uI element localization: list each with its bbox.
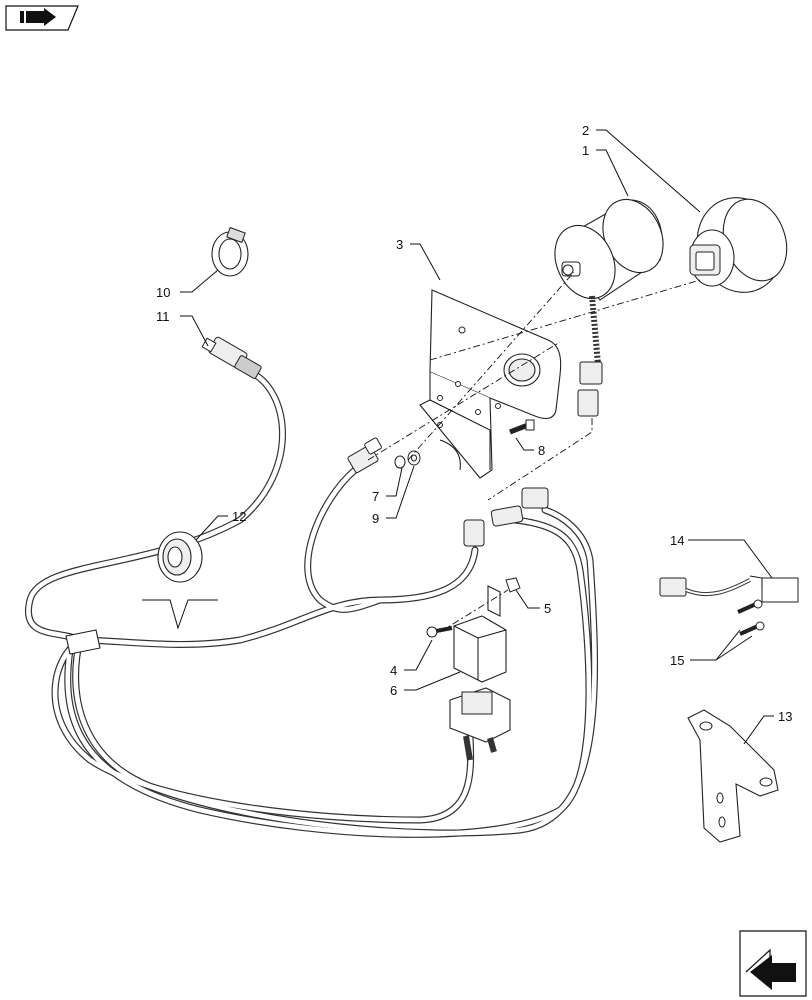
jumper-wire — [659, 575, 799, 603]
bent-bracket — [687, 709, 779, 843]
assembly-lines — [367, 271, 701, 633]
gauge-sensor — [554, 199, 664, 417]
wiring-harness — [24, 368, 599, 838]
screw — [426, 626, 453, 638]
callout-10: 10 — [156, 285, 170, 300]
mounting-bracket — [419, 289, 562, 479]
relay-socket — [449, 687, 511, 761]
small-screws — [737, 599, 765, 636]
relay — [453, 585, 507, 683]
callout-15: 15 — [670, 653, 684, 668]
callout-4: 4 — [390, 663, 397, 678]
callout-12: 12 — [232, 509, 246, 524]
leader-lines — [180, 129, 774, 745]
callout-11: 11 — [156, 309, 170, 324]
nut — [394, 455, 406, 469]
small-connector — [347, 437, 382, 474]
callout-5: 5 — [544, 601, 551, 616]
reference-arrow-icon[interactable] — [5, 5, 79, 31]
callout-9: 9 — [372, 511, 379, 526]
callout-14: 14 — [670, 533, 684, 548]
callout-13: 13 — [778, 709, 792, 724]
callout-6: 6 — [390, 683, 397, 698]
gauge-housing — [689, 197, 788, 293]
callout-2: 2 — [582, 123, 589, 138]
washer — [407, 450, 421, 466]
callout-1: 1 — [582, 143, 589, 158]
callout-7: 7 — [372, 489, 379, 504]
relay-nut — [505, 577, 521, 593]
callout-labels: 1 2 3 4 5 6 7 8 9 10 11 12 13 14 15 — [156, 123, 792, 724]
hose-clamp — [211, 226, 249, 277]
callout-3: 3 — [396, 237, 403, 252]
grommet — [157, 531, 203, 583]
cable-break-symbol — [142, 599, 218, 630]
harness-connector-pair — [463, 487, 549, 547]
bolt — [509, 419, 535, 435]
harness-connector — [201, 336, 262, 379]
next-page-arrow-icon[interactable] — [739, 930, 807, 997]
callout-8: 8 — [538, 443, 545, 458]
